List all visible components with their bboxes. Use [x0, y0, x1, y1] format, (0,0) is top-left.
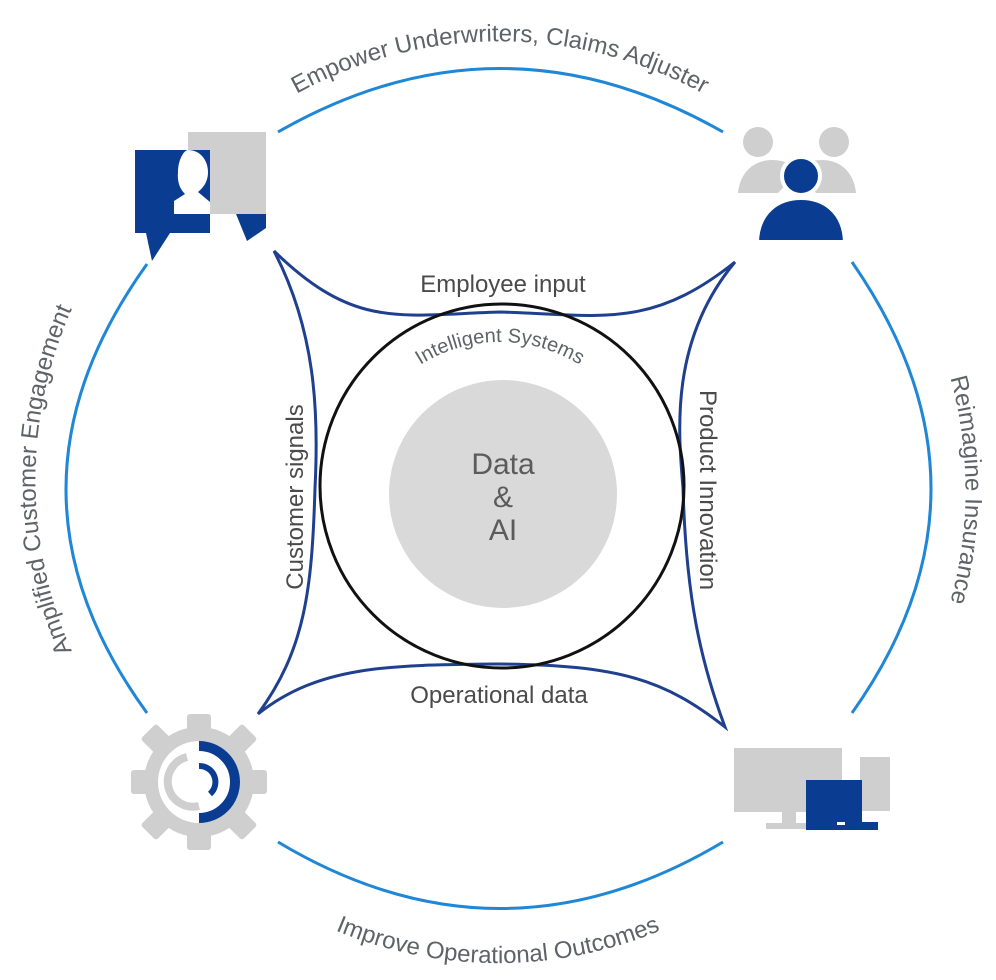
gear-icon — [131, 714, 267, 850]
inner-label-top: Employee input — [420, 271, 586, 298]
outer-label-bottom: Improve Operational Outcomes — [333, 911, 663, 969]
computer-devices-icon — [734, 748, 890, 830]
center-label-ampersand: & — [493, 481, 513, 514]
outer-label-left: Amplified Customer Engagement — [14, 300, 77, 659]
outer-ring-bottom-arc — [277, 840, 724, 910]
inner-frame — [256, 249, 737, 732]
center-label-data: Data — [471, 448, 535, 481]
outer-ring-left-arc — [64, 263, 149, 714]
inner-label-bottom: Operational data — [410, 682, 588, 709]
center-label-ai: AI — [489, 514, 517, 547]
outer-ring-right-arc — [850, 261, 933, 714]
intelligent-systems-label: Intelligent Systems — [412, 325, 589, 369]
outer-label-right: Reimagine Insurance — [944, 373, 986, 608]
outer-label-top: Empower Underwriters, Claims Adjuster — [287, 20, 714, 99]
inner-label-left: Customer signals — [282, 404, 309, 589]
outer-ring — [64, 67, 933, 910]
people-group-icon — [738, 127, 856, 244]
data-ai-core — [389, 380, 617, 608]
intelligent-systems-ring — [318, 302, 686, 670]
customer-chat-icon — [135, 132, 266, 261]
inner-label-right: Product Innovation — [694, 390, 721, 590]
outer-ring-top-arc — [277, 67, 724, 134]
